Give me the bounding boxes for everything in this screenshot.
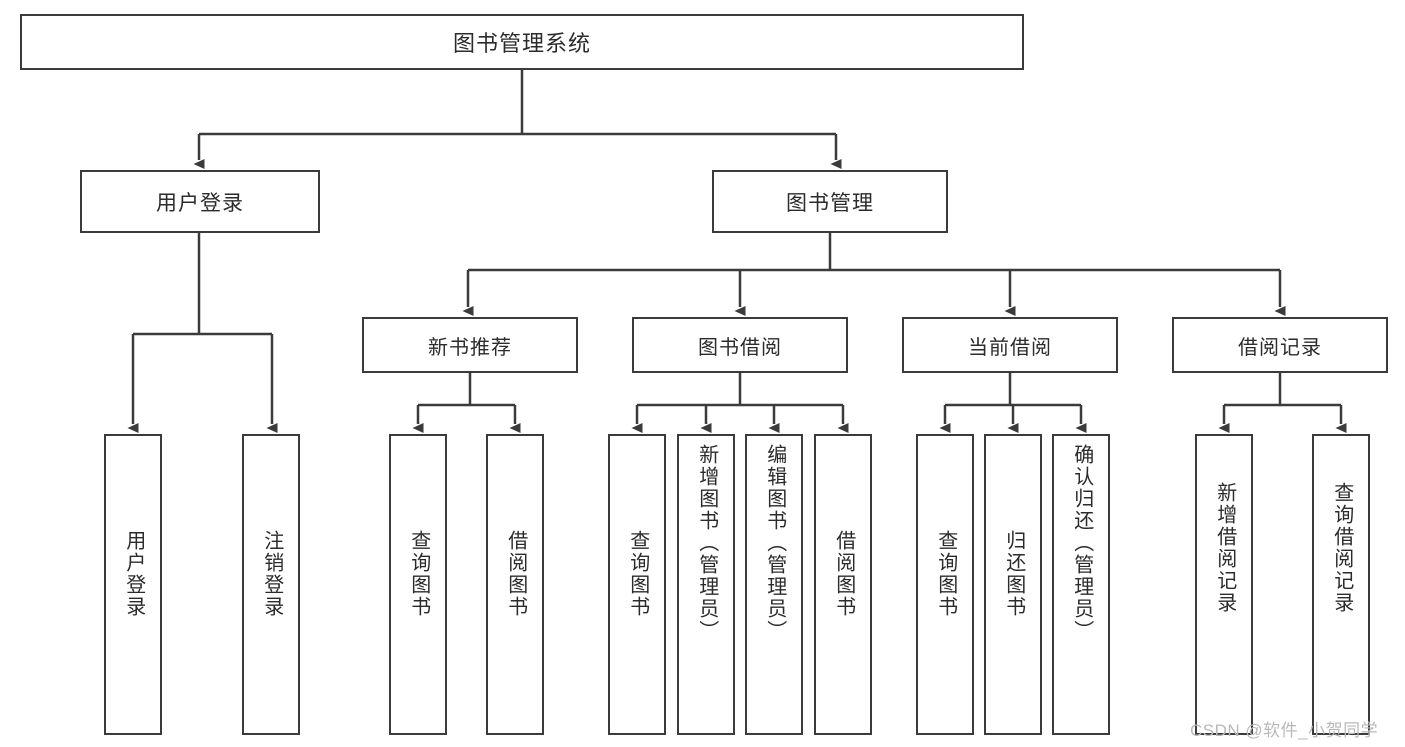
leaf-book-borrow-borrow-book[interactable]: 借阅图书 (814, 434, 872, 735)
leaf-current-borrow-query-book[interactable]: 查询图书 (916, 434, 974, 735)
node-current-borrow-label: 当前借阅 (968, 336, 1052, 359)
leaf-borrow-record-add-record[interactable]: 新增借阅记录 (1195, 434, 1253, 735)
node-book-borrow-label: 图书借阅 (698, 336, 782, 359)
node-user-login[interactable]: 用户登录 (80, 170, 320, 233)
leaf-user-login-logout[interactable]: 注销登录 (242, 434, 300, 735)
leaf-label: 借阅图书 (504, 530, 527, 618)
node-new-book-recommend-label: 新书推荐 (428, 336, 512, 359)
node-user-login-label: 用户登录 (156, 191, 244, 215)
leaf-label: 用户登录 (122, 530, 145, 618)
node-borrow-record-label: 借阅记录 (1238, 336, 1322, 359)
leaf-new-book-borrow-book[interactable]: 借阅图书 (486, 434, 544, 735)
leaf-label: 归还图书 (1002, 530, 1025, 618)
leaf-label: 新增借阅记录 (1213, 482, 1236, 614)
leaf-current-borrow-confirm-return-admin[interactable]: 确认归还（管理员） (1052, 434, 1110, 735)
leaf-label: 借阅图书 (832, 530, 855, 618)
leaf-new-book-query-book[interactable]: 查询图书 (389, 434, 447, 735)
leaf-label: 确认归还（管理员） (1070, 444, 1093, 642)
node-book-management-label: 图书管理 (786, 191, 874, 215)
leaf-label: 注销登录 (260, 530, 283, 618)
leaf-label: 查询图书 (407, 530, 430, 618)
node-borrow-record[interactable]: 借阅记录 (1172, 317, 1388, 373)
leaf-label: 查询借阅记录 (1330, 482, 1353, 614)
leaf-user-login-user-login[interactable]: 用户登录 (104, 434, 162, 735)
leaf-label: 编辑图书（管理员） (763, 444, 786, 642)
leaf-borrow-record-query-record[interactable]: 查询借阅记录 (1312, 434, 1370, 735)
leaf-label: 查询图书 (626, 530, 649, 618)
leaf-book-borrow-edit-book-admin[interactable]: 编辑图书（管理员） (745, 434, 803, 735)
leaf-label: 查询图书 (934, 530, 957, 618)
node-book-management[interactable]: 图书管理 (712, 170, 948, 233)
node-new-book-recommend[interactable]: 新书推荐 (362, 317, 578, 373)
leaf-book-borrow-add-book-admin[interactable]: 新增图书（管理员） (677, 434, 735, 735)
leaf-book-borrow-query-book[interactable]: 查询图书 (608, 434, 666, 735)
watermark-text: CSDN @软件_小贺同学 (1190, 721, 1379, 740)
leaf-label: 新增图书（管理员） (695, 444, 718, 642)
leaf-current-borrow-return-book[interactable]: 归还图书 (984, 434, 1042, 735)
node-book-borrow[interactable]: 图书借阅 (632, 317, 848, 373)
node-current-borrow[interactable]: 当前借阅 (902, 317, 1118, 373)
node-root-book-management-system[interactable]: 图书管理系统 (20, 14, 1024, 70)
node-root-label: 图书管理系统 (452, 31, 591, 56)
